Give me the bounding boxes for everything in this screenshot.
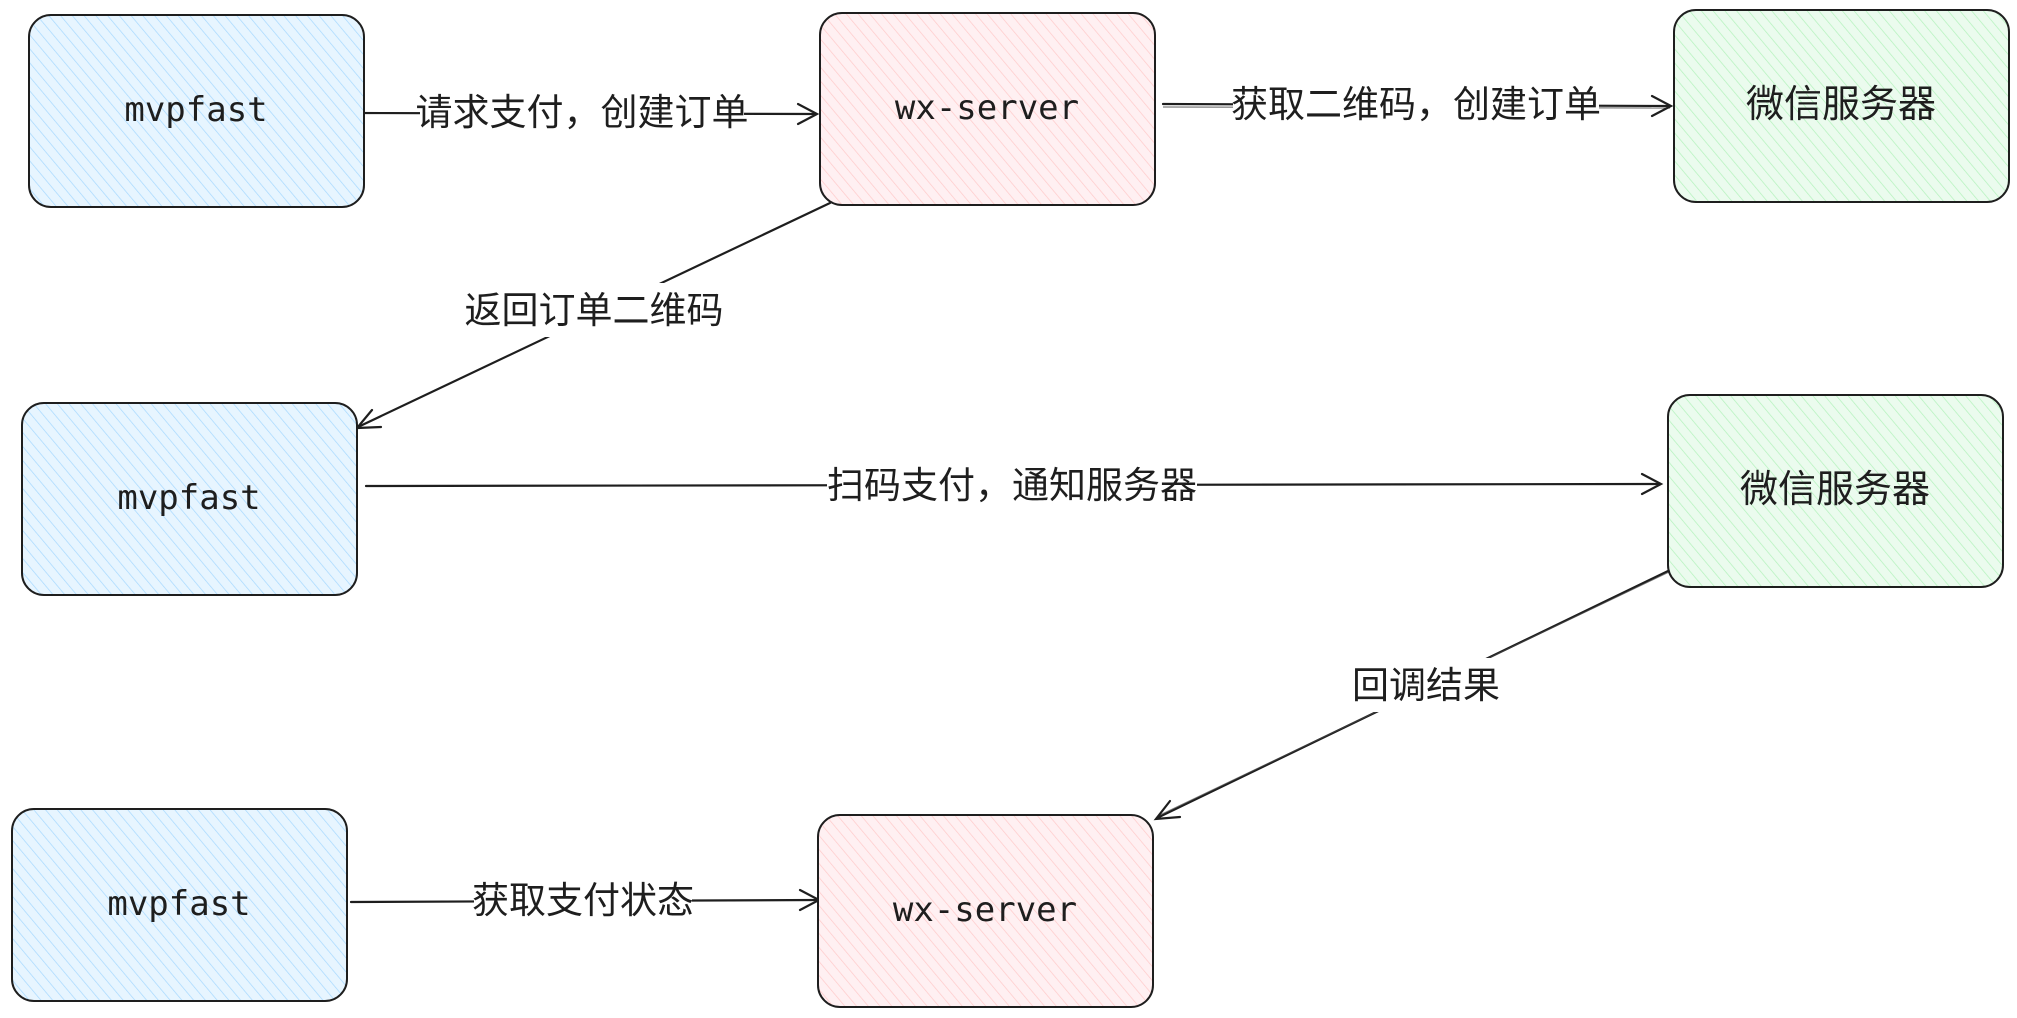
node-mvpfast-2[interactable]: mvpfast	[21, 402, 358, 596]
edge-get-status[interactable]: 获取支付状态	[349, 873, 822, 927]
node-label: 微信服务器	[1746, 82, 1936, 126]
node-label: wx-server	[895, 88, 1079, 128]
node-wechat-server-1[interactable]: 微信服务器	[1673, 9, 2010, 203]
node-label: mvpfast	[107, 884, 250, 924]
edge-callback[interactable]: 回调结果	[1153, 556, 1697, 821]
node-label: 微信服务器	[1740, 467, 1930, 511]
edge-label-get-qrcode: 获取二维码，创建订单	[1231, 83, 1601, 126]
node-mvpfast-3[interactable]: mvpfast	[11, 808, 348, 1002]
edge-label-get-status: 获取支付状态	[472, 879, 694, 922]
node-wx-server-2[interactable]: wx-server	[817, 814, 1154, 1008]
node-mvpfast-1[interactable]: mvpfast	[28, 14, 365, 208]
node-label: mvpfast	[117, 478, 260, 518]
edge-label-scan-pay: 扫码支付，通知服务器	[827, 464, 1197, 507]
edge-label-callback: 回调结果	[1352, 664, 1500, 707]
node-label: wx-server	[893, 890, 1077, 930]
node-label: mvpfast	[124, 90, 267, 130]
node-wx-server-1[interactable]: wx-server	[819, 12, 1156, 206]
edge-return-qrcode[interactable]: 返回订单二维码	[354, 201, 832, 430]
edge-scan-pay[interactable]: 扫码支付，通知服务器	[364, 458, 1664, 512]
node-wechat-server-2[interactable]: 微信服务器	[1667, 394, 2004, 588]
edge-request-pay[interactable]: 请求支付，创建订单	[350, 85, 820, 139]
edge-label-return-qrcode: 返回订单二维码	[465, 289, 724, 332]
edge-get-qrcode[interactable]: 获取二维码，创建订单	[1161, 77, 1674, 131]
edge-label-request-pay: 请求支付，创建订单	[416, 91, 749, 134]
